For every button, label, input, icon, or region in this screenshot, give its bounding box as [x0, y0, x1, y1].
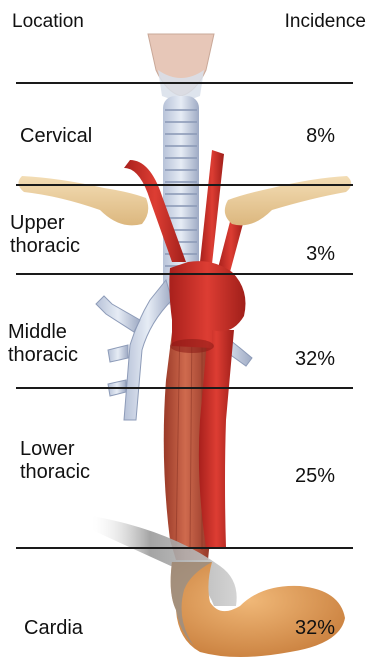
incidence-value-upper-thoracic: 3%: [306, 243, 335, 266]
location-header: Location: [12, 10, 84, 33]
region-label-cervical: Cervical: [20, 125, 92, 148]
divider-line: [16, 184, 353, 186]
incidence-value-lower-thoracic: 25%: [295, 465, 335, 488]
region-label-upper-thoracic: Upper thoracic: [10, 212, 80, 258]
divider-line: [16, 547, 353, 549]
incidence-value-cervical: 8%: [306, 125, 335, 148]
bronchi-left: [96, 280, 172, 420]
carotid-right-a: [200, 150, 224, 264]
incidence-value-cardia: 32%: [295, 617, 335, 640]
incidence-value-middle-thoracic: 32%: [295, 348, 335, 371]
stomach-shape: [171, 562, 345, 657]
region-label-middle-thoracic: Middle thoracic: [8, 321, 78, 367]
region-label-lower-thoracic: Lower thoracic: [20, 438, 90, 484]
incidence-header: Incidence: [285, 10, 366, 33]
divider-line: [16, 387, 353, 389]
region-label-cardia: Cardia: [24, 617, 83, 640]
divider-line: [16, 82, 353, 84]
divider-line: [16, 273, 353, 275]
